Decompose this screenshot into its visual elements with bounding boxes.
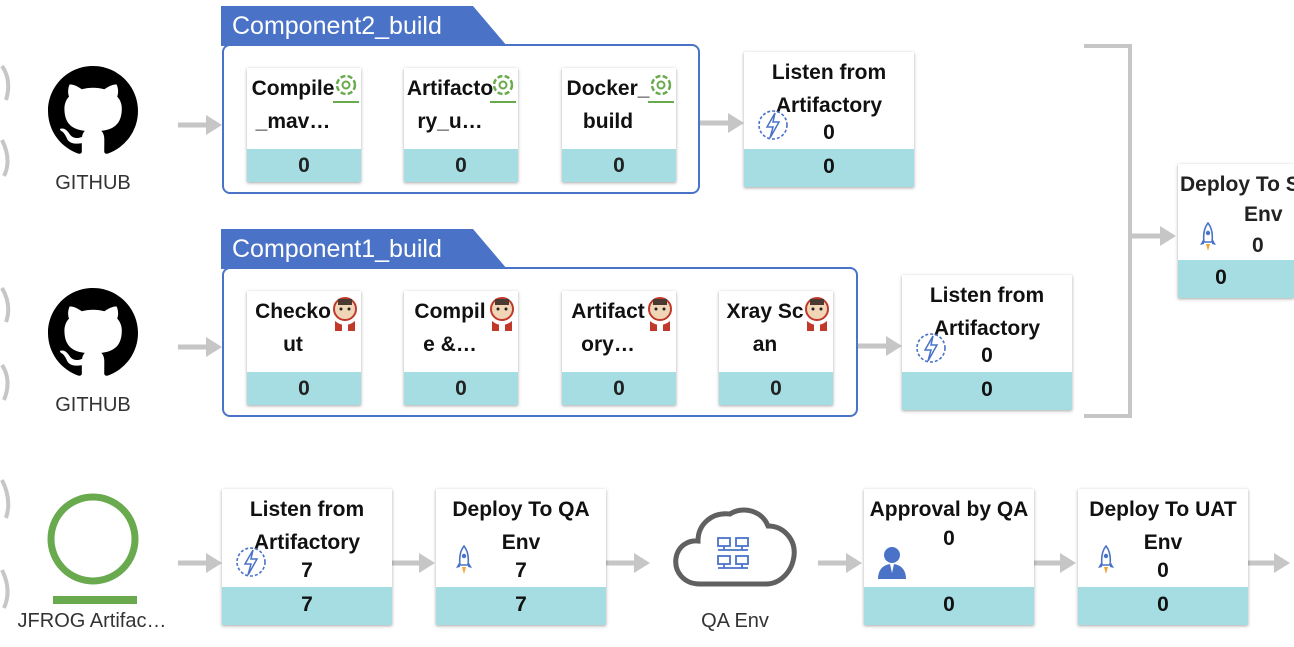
- stage-count: 0: [1078, 587, 1248, 625]
- flow-arrow: [391, 553, 435, 573]
- rocket-icon: [1198, 221, 1218, 257]
- stage-listen-artifactory-c2[interactable]: Listen from Artifactory 0 0: [744, 52, 914, 187]
- stage-deploy-uat-env[interactable]: Deploy To UAT Env 0 0: [1078, 489, 1248, 625]
- stage-approval-by-qa[interactable]: Approval by QA 0 0: [864, 489, 1034, 625]
- flow-arrow: [818, 553, 862, 573]
- environment-label: QA Env: [701, 610, 769, 632]
- jenkins-icon: [803, 295, 831, 336]
- gear-icon: [333, 72, 359, 111]
- stage-count: 0: [744, 149, 914, 187]
- job-count: 0: [247, 149, 361, 182]
- stage-title: Deploy To S: [1180, 173, 1294, 196]
- flow-arrow: [1246, 553, 1290, 573]
- job-title: Compil e &…: [414, 300, 486, 356]
- stage-count: 0: [1178, 260, 1294, 298]
- stage-sub-count: 7: [515, 559, 527, 582]
- job-title: Compile_mav…: [251, 77, 335, 133]
- stage-sub-count: 0: [981, 344, 993, 367]
- job-count: 0: [404, 372, 518, 405]
- stage-count: 7: [222, 587, 392, 625]
- stage-count: 7: [436, 587, 606, 625]
- job-title: Docker_ build: [566, 77, 650, 133]
- job-count: 0: [562, 149, 676, 182]
- jenkins-icon: [331, 295, 359, 336]
- group-tab-component2[interactable]: Component2_build: [221, 6, 507, 46]
- stage-sub-count: 7: [301, 559, 313, 582]
- flow-arrow: [606, 553, 650, 573]
- job-compile[interactable]: Compil e &… 0: [404, 291, 518, 405]
- job-compile-maven[interactable]: Compile_mav… 0: [247, 68, 361, 182]
- stage-sub-count: 0: [1252, 234, 1264, 257]
- lightning-icon: [914, 331, 948, 370]
- stage-title: Listen from Artifactory: [249, 498, 365, 554]
- job-count: 0: [719, 372, 833, 405]
- stage-count: 0: [864, 587, 1034, 625]
- stage-title: Deploy To UAT Env: [1089, 498, 1237, 554]
- stage-sub-count: 0: [823, 121, 835, 144]
- stage-listen-artifactory-jfrog[interactable]: Listen from Artifactory 7 7: [222, 489, 392, 625]
- gear-icon: [490, 72, 516, 111]
- stage-title: Listen from Artifactory: [771, 61, 887, 117]
- merge-bracket: [1084, 44, 1132, 418]
- job-xray-scan[interactable]: Xray Scan 0: [719, 291, 833, 405]
- rocket-icon: [454, 544, 474, 580]
- gear-icon: [648, 72, 674, 111]
- stage-title-line2: Env: [1244, 203, 1283, 226]
- flow-arrow: [178, 553, 222, 573]
- flow-arrow: [178, 115, 222, 135]
- job-artifactory-upload[interactable]: Artifactory_u… 0: [404, 68, 518, 182]
- group-tab-component1[interactable]: Component1_build: [221, 229, 507, 269]
- lightning-icon: [756, 108, 790, 147]
- job-count: 0: [247, 372, 361, 405]
- job-checkout[interactable]: Checko ut 0: [247, 291, 361, 405]
- flow-arrow: [858, 336, 902, 356]
- source-label: GITHUB: [55, 394, 131, 416]
- stage-title: Approval by QA: [869, 498, 1029, 521]
- source-label: JFROG Artifac…: [17, 610, 167, 632]
- jenkins-icon: [646, 295, 674, 336]
- stage-sub-count: 0: [943, 527, 955, 550]
- flow-arrow: [700, 113, 744, 133]
- stage-title: Deploy To QA Env: [452, 498, 590, 554]
- job-title: Artifact ory…: [571, 300, 645, 356]
- jfrog-circle-icon[interactable]: [46, 486, 142, 611]
- source-label: GITHUB: [55, 172, 131, 194]
- stage-deploy-qa-env[interactable]: Deploy To QA Env 7 7: [436, 489, 606, 625]
- job-title: Checko ut: [255, 300, 331, 356]
- stage-count: 0: [902, 372, 1072, 410]
- stage-deploy-s-env[interactable]: Deploy To S Env 0 0: [1178, 164, 1294, 298]
- flow-arrow: [1132, 226, 1176, 246]
- job-docker-build[interactable]: Docker_ build 0: [562, 68, 676, 182]
- job-title: Artifactory_u…: [406, 77, 494, 133]
- cloud-servers-icon[interactable]: [670, 500, 800, 597]
- job-count: 0: [404, 149, 518, 182]
- stage-listen-artifactory-c1[interactable]: Listen from Artifactory 0 0: [902, 275, 1072, 410]
- github-icon[interactable]: [48, 66, 138, 161]
- stage-sub-count: 0: [1157, 559, 1169, 582]
- rocket-icon: [1096, 544, 1116, 580]
- stage-title: Listen from Artifactory: [929, 284, 1045, 340]
- user-icon: [876, 545, 908, 584]
- github-icon[interactable]: [48, 288, 138, 383]
- jenkins-icon: [488, 295, 516, 336]
- flow-arrow: [1032, 553, 1076, 573]
- job-title: Xray Scan: [726, 300, 804, 356]
- job-count: 0: [562, 372, 676, 405]
- lightning-icon: [234, 545, 268, 584]
- left-edge-connector: [0, 64, 11, 609]
- job-artifactory[interactable]: Artifact ory… 0: [562, 291, 676, 405]
- flow-arrow: [178, 337, 222, 357]
